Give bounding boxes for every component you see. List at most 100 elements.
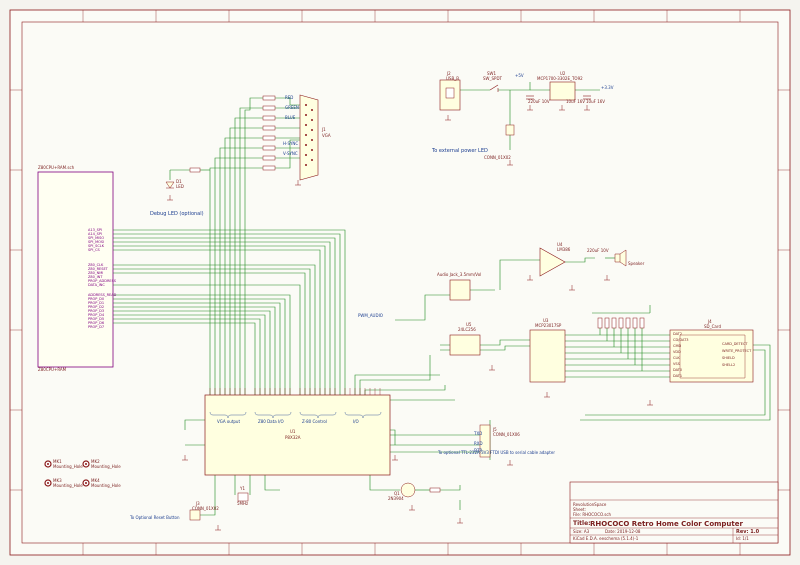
power-led-connector [505,124,515,136]
power-switch-symbol[interactable] [489,84,499,92]
eeprom-chip [449,334,481,356]
reset-name: CONN_01X02 [192,506,219,511]
eeprom-name: 24LC256 [458,327,476,332]
vga-resistors [262,95,276,171]
vga-label-blue: BLUE [285,115,296,120]
z80-sheet-pin: PROP_D2 [88,305,105,309]
z80-sheet-pin: PROP_D0 [88,297,105,301]
title-id: Id: 1/1 [736,536,749,541]
regulator-body [549,81,576,101]
serial-note: To optional TTL-232R-3V3 FTDI USB to ser… [438,450,555,455]
z80-sheet-pin: PROP_D6 [88,321,105,325]
pwm-audio-label: PWM_AUDIO [358,313,383,318]
sd-pin-label: VSS [673,362,680,366]
serial-rxd: RXD [474,441,483,446]
serial-connector[interactable] [479,424,491,458]
title-kicad: KiCad E.D.A. eeschema (5.1.4)-1 [573,536,639,541]
sd-card-outline [679,334,746,379]
io-expander-ref: U3 [543,318,549,323]
sd-ref: J4 [708,319,712,324]
power-led-conn: CONN_01X02 [484,155,511,160]
frame-ticks [10,10,790,555]
z80-sheet-pin: Z80_NMI [88,271,104,275]
audio-ref: U4 [557,242,563,247]
regulator-ref: U2 [560,71,566,76]
title-block [569,481,779,544]
prop-group-z80ctl: Z-80 Control [302,419,327,424]
vga-connector-body [299,94,319,181]
z80-sheet-pin: PROP_ADDRESS [88,279,117,283]
propeller-pins-top [209,388,381,395]
z80-sheet-pin: PROP_D1 [88,301,105,305]
reset-connector[interactable] [189,509,201,521]
usb-name: USB_B [446,76,459,81]
sd-card-slot[interactable] [669,329,754,383]
v5-label: +5V [515,73,524,78]
pullup-resistors [597,317,645,329]
reset-resistor [429,487,441,493]
power-led-note: To external power LED [432,148,488,154]
title-date: Date: 2019-12-08 [605,529,641,534]
debug-resistor [189,167,201,173]
title-size: Size: A3 [573,529,590,534]
sd-name: SD_Card [704,324,721,329]
transistor-symbol [400,482,416,498]
mounting-hole-4-ref: MK4 [91,478,100,483]
audio-pot-label: Audio Jack_3.5mm/Vol [437,272,482,277]
z80-sheet-pin: ADDRESS_READ [88,293,117,297]
serial-dtr: DTR [474,448,483,453]
sd-pin-label: CD/DAT3 [673,338,689,342]
switch-name: SW_SPDT [483,76,502,81]
eeprom-ref: U5 [466,322,472,327]
z80-sheet-pin: PROP_D4 [88,313,105,317]
sd-pin-label: DAT1 [673,374,683,378]
z80-sheet-pin: Z80_RESET [88,267,108,271]
mounting-hole-3-name: Mounting_Hole [53,483,83,488]
crystal-ref: Y1 [240,486,245,491]
prop-group-z80data: Z80 Data I/O [258,419,284,424]
speaker-icon [614,249,627,267]
sd-side-pin-label: CARD_DETECT [722,342,748,346]
mounting-hole-1-name: Mounting_Hole [53,464,83,469]
prop-group-io: I/O [353,419,359,424]
z80-sheet-ref: Z80CPU+RAM [38,367,67,372]
v33-label: +3.3V [601,85,614,90]
title-company: RevolutionSpace [573,502,607,507]
vga-label-red: RED [285,95,294,100]
debug-led-ref: D1 [176,179,182,184]
usb-cap-3: 10uF 16V [586,99,606,104]
z80-sheet-pin: SPI_MOSI [88,240,105,244]
ground-symbols [167,105,653,531]
z80-sheet-pin: A13_SPI [88,228,102,232]
outer-frame [9,9,791,556]
z80-sheet-pin: PROP_D7 [88,325,105,329]
mounting-hole-centers [47,463,87,484]
crystal-value: 5MHz [237,501,249,506]
z80-sheet-pin: DATA_INC [88,283,105,287]
sd-pin-label: CMD [673,344,682,348]
z80-sheet-box[interactable] [37,171,114,368]
title-main: RHOCOCO Retro Home Color Computer [590,520,743,528]
audio-cap-label: 220uF 10V [587,248,609,253]
regulator-name: MCP1700-3302E_TO92 [537,76,583,81]
vga-pins [305,104,313,166]
vga-label-hsync: H-SYNC [283,141,299,146]
mounting-hole-1-ref: MK1 [53,459,62,464]
usb-cap-2: 10uF 16V [566,99,586,104]
propeller-ref: U1 [290,429,296,434]
transistor-name: 2N3904 [388,496,404,501]
z80-sheet-pin: SPI_SCLK [88,244,105,248]
z80-sheet-pin: Z80_CLK [88,263,104,267]
sd-pin-label: DAT2 [673,332,683,336]
mounting-hole-3-ref: MK3 [53,478,62,483]
propeller-name: P8X32A [285,435,301,440]
audio-pot[interactable] [449,279,471,301]
title-label: Title: [573,520,591,527]
sd-pin-label: DAT0 [673,368,683,372]
debug-led-symbol [165,181,175,189]
propeller-group-braces [209,411,382,419]
io-expander-name: MCP23017SP [535,323,562,328]
reset-note: To Optional Reset Button [130,515,180,520]
usb-ref: J2 [447,71,451,76]
